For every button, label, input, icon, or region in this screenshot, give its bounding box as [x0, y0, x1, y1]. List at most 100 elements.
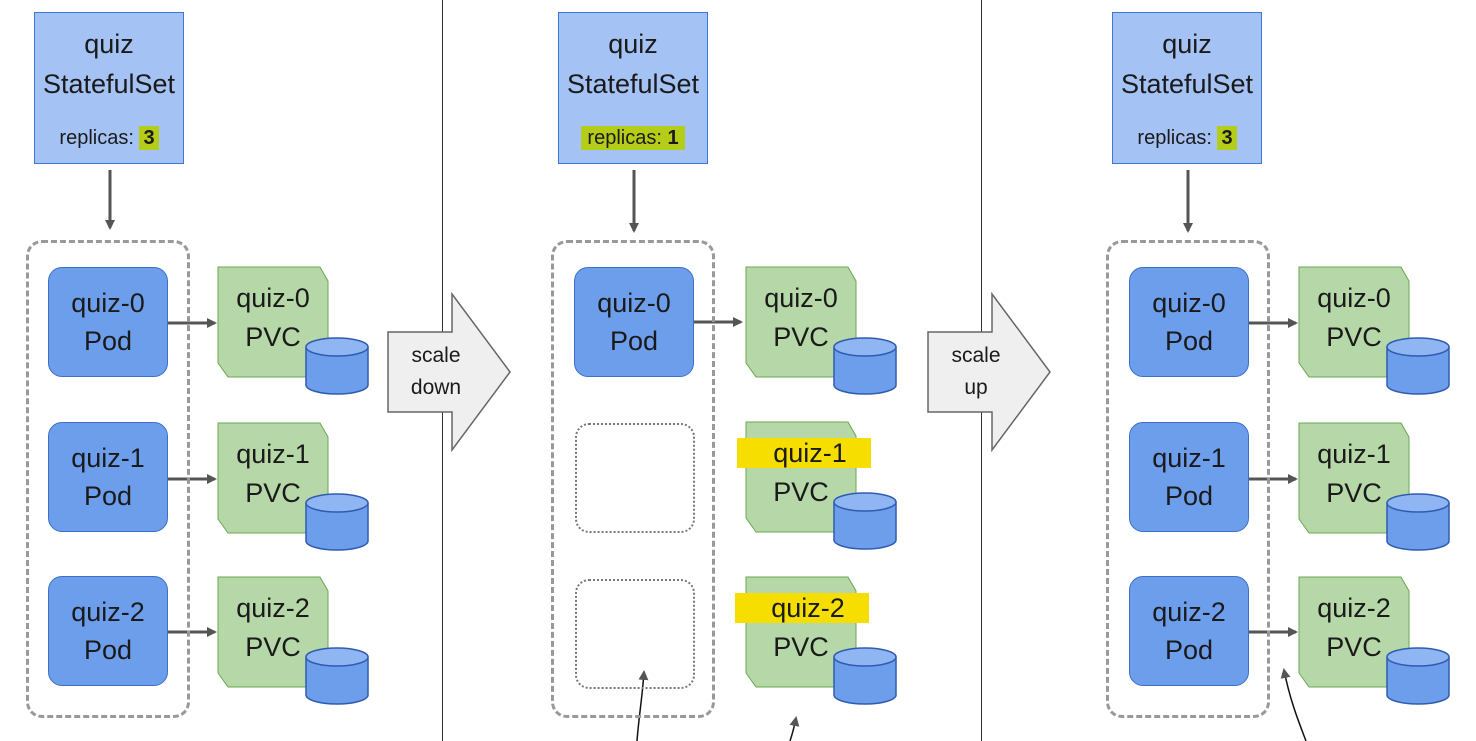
pvc-name-highlight: quiz-1	[737, 438, 871, 468]
transition-line2: down	[410, 376, 462, 399]
pod-box: quiz-1 Pod	[1129, 422, 1249, 532]
replicas-value: 1	[667, 127, 679, 149]
pod-kind: Pod	[83, 481, 133, 511]
pvc-box: quiz-0 PVC	[1298, 266, 1450, 395]
pvc-box: quiz-1 PVC	[737, 421, 897, 550]
removed-pod-placeholder	[575, 579, 695, 689]
scale-down-label: scale down	[396, 340, 476, 404]
pvc-name: quiz-1	[734, 438, 874, 469]
scale-up-label: scale up	[936, 340, 1016, 404]
replicas-label: replicas:	[587, 127, 662, 149]
replicas-row: replicas: 1	[559, 126, 707, 150]
pod-kind: Pod	[609, 326, 659, 356]
pod-kind: Pod	[1164, 635, 1214, 665]
pod-box: quiz-0 Pod	[574, 267, 694, 377]
pvc-name: quiz-0	[1317, 283, 1391, 313]
disk-icon	[1386, 647, 1450, 705]
replicas-highlight: 3	[139, 126, 159, 150]
pvc-name: quiz-2	[732, 593, 872, 624]
statefulset-box: quiz StatefulSet replicas: 1	[558, 12, 708, 164]
pvc-kind: PVC	[245, 322, 301, 352]
pvc-name: quiz-1	[1317, 439, 1391, 469]
disk-icon	[833, 492, 897, 550]
annotation-pointer-1	[636, 670, 649, 741]
pvc-shape	[1298, 576, 1450, 705]
pvc-shape	[1298, 422, 1450, 551]
pod-set-boundary	[1106, 240, 1270, 718]
scale-up-arrow: scale up	[926, 291, 1054, 457]
pod-name: quiz-0	[597, 288, 671, 318]
pod-box: quiz-1 Pod	[48, 422, 168, 532]
statefulset-kind: StatefulSet	[42, 69, 176, 99]
pod-name: quiz-2	[71, 597, 145, 627]
pvc-shape	[217, 422, 369, 551]
statefulset-box: quiz StatefulSet replicas: 3	[1112, 12, 1262, 164]
pvc-shape	[217, 576, 369, 705]
replicas-row: replicas: 3	[1113, 126, 1261, 150]
replicas-value: 3	[143, 127, 155, 149]
pvc-box: quiz-2 PVC	[217, 576, 369, 705]
statefulset-kind: StatefulSet	[1120, 69, 1254, 99]
removed-pod-placeholder	[575, 423, 695, 533]
pvc-name: quiz-1	[236, 439, 310, 469]
replicas-label: replicas:	[59, 127, 134, 149]
pod-box: quiz-0 Pod	[48, 267, 168, 377]
pvc-kind: PVC	[1326, 478, 1382, 508]
pvc-name: quiz-2	[236, 593, 310, 623]
pvc-kind: PVC	[773, 477, 829, 507]
scale-down-arrow: scale down	[386, 291, 514, 457]
pvc-kind: PVC	[773, 322, 829, 352]
pvc-name-highlight: quiz-2	[735, 593, 869, 623]
pvc-box: quiz-1 PVC	[217, 422, 369, 551]
pvc-kind: PVC	[1326, 632, 1382, 662]
pod-kind: Pod	[83, 326, 133, 356]
replicas-row: replicas: 3	[35, 126, 183, 150]
pvc-kind: PVC	[1326, 322, 1382, 352]
pvc-kind: PVC	[245, 632, 301, 662]
statefulset-box: quiz StatefulSet replicas: 3	[34, 12, 184, 164]
pod-box: quiz-2 Pod	[48, 576, 168, 686]
pvc-shape	[745, 266, 897, 395]
replicas-value: 3	[1221, 127, 1233, 149]
pvc-shape	[217, 266, 369, 395]
transition-line1: scale	[951, 344, 1001, 367]
disk-icon	[833, 337, 897, 395]
pod-kind: Pod	[83, 635, 133, 665]
pvc-name: quiz-2	[1317, 593, 1391, 623]
pod-box: quiz-2 Pod	[1129, 576, 1249, 686]
pod-name: quiz-0	[71, 288, 145, 318]
annotation-pointer-3	[1280, 668, 1307, 741]
pvc-box: quiz-2 PVC	[1298, 576, 1450, 705]
pvc-kind: PVC	[245, 478, 301, 508]
pvc-box: quiz-0 PVC	[745, 266, 897, 395]
pod-name: quiz-2	[1152, 597, 1226, 627]
pvc-name: quiz-0	[236, 283, 310, 313]
pod-set-boundary	[551, 240, 715, 718]
disk-icon	[305, 337, 369, 395]
replicas-highlight: 3	[1217, 126, 1237, 150]
disk-icon	[305, 647, 369, 705]
pod-name: quiz-0	[1152, 288, 1226, 318]
annotation-pointer-2	[789, 716, 800, 741]
transition-line1: scale	[411, 344, 461, 367]
pvc-kind: PVC	[773, 632, 829, 662]
block-arrow-shape	[927, 291, 1051, 453]
statefulset-name: quiz	[608, 29, 658, 59]
block-arrow-shape	[387, 291, 511, 453]
replicas-label: replicas:	[1137, 127, 1212, 149]
transition-line2: up	[964, 376, 988, 399]
statefulset-name: quiz	[84, 29, 134, 59]
pod-name: quiz-1	[71, 443, 145, 473]
pvc-box: quiz-0 PVC	[217, 266, 369, 395]
pvc-box: quiz-2 PVC	[735, 576, 897, 705]
pvc-shape	[1298, 266, 1450, 395]
pvc-box: quiz-1 PVC	[1298, 422, 1450, 551]
replicas-highlight: replicas: 1	[581, 126, 685, 150]
pvc-name: quiz-0	[764, 283, 838, 313]
pod-name: quiz-1	[1152, 443, 1226, 473]
pod-kind: Pod	[1164, 481, 1214, 511]
disk-icon	[1386, 337, 1450, 395]
disk-icon	[1386, 493, 1450, 551]
disk-icon	[305, 493, 369, 551]
